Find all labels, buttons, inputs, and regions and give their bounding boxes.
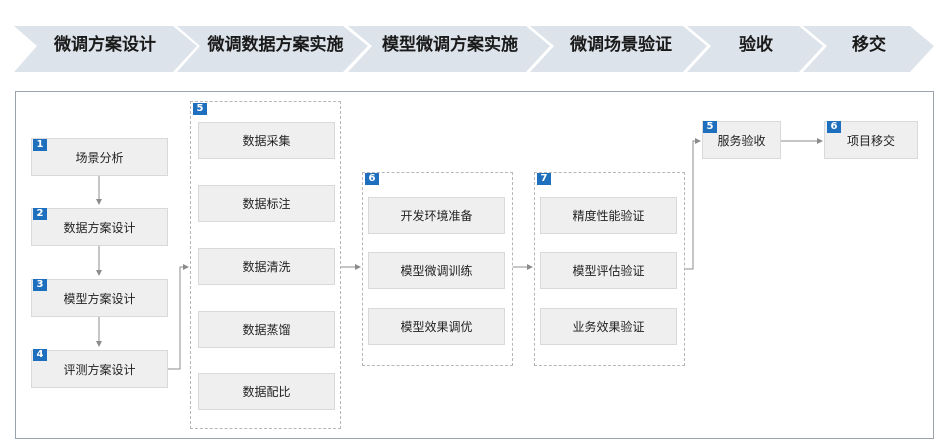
step-model-plan: 模型方案设计 bbox=[31, 279, 168, 317]
data-item-mix-label: 数据配比 bbox=[242, 385, 291, 399]
step-scene-analysis-label: 场景分析 bbox=[75, 150, 124, 165]
validation-item-evaluation: 模型评估验证 bbox=[540, 252, 677, 289]
step-scene-analysis-badge: 1 bbox=[33, 139, 47, 151]
data-item-clean-label: 数据清洗 bbox=[242, 260, 291, 274]
handover-badge: 6 bbox=[827, 121, 841, 133]
step-eval-plan-badge: 4 bbox=[33, 349, 47, 361]
validation-item-business-label: 业务效果验证 bbox=[572, 320, 645, 334]
phase-label-data: 微调数据方案实施 bbox=[207, 35, 344, 55]
phase-chevron-5 bbox=[687, 26, 823, 72]
data-item-mix: 数据配比 bbox=[198, 373, 335, 410]
diagram-frame bbox=[15, 91, 934, 439]
step-model-plan-badge: 3 bbox=[33, 279, 47, 291]
validation-item-performance: 精度性能验证 bbox=[540, 197, 677, 234]
phase-label-model: 模型微调方案实施 bbox=[382, 35, 518, 55]
phase-chevron-4 bbox=[530, 26, 707, 72]
phase-chevron-2 bbox=[177, 26, 368, 72]
phase-chevron-1 bbox=[14, 26, 197, 72]
phase-label-acceptance: 验收 bbox=[739, 35, 773, 55]
validation-item-business: 业务效果验证 bbox=[540, 308, 677, 345]
acceptance-badge: 5 bbox=[703, 121, 717, 133]
step-eval-plan-label: 评测方案设计 bbox=[63, 362, 136, 377]
model-item-env: 开发环境准备 bbox=[368, 197, 505, 234]
model-item-tune: 模型效果调优 bbox=[368, 308, 505, 345]
data-item-distill-label: 数据蒸馏 bbox=[242, 323, 291, 337]
step-eval-plan: 评测方案设计 bbox=[31, 350, 168, 388]
data-item-collect: 数据采集 bbox=[198, 122, 335, 159]
step-scene-analysis: 场景分析 bbox=[31, 138, 168, 176]
model-item-train-label: 模型微调训练 bbox=[400, 264, 473, 278]
model-item-train: 模型微调训练 bbox=[368, 252, 505, 289]
data-item-collect-label: 数据采集 bbox=[242, 134, 291, 148]
step-data-plan: 数据方案设计 bbox=[31, 208, 168, 246]
phase-label-scenario: 微调场景验证 bbox=[570, 35, 672, 55]
validation-item-performance-label: 精度性能验证 bbox=[572, 209, 645, 223]
data-item-clean: 数据清洗 bbox=[198, 248, 335, 285]
model-group-badge: 6 bbox=[365, 173, 379, 185]
model-item-env-label: 开发环境准备 bbox=[400, 209, 473, 223]
validation-group-badge: 7 bbox=[537, 173, 551, 185]
data-group-badge: 5 bbox=[193, 103, 207, 115]
data-item-annotate: 数据标注 bbox=[198, 185, 335, 222]
phase-chevron-3 bbox=[348, 26, 550, 72]
validation-item-evaluation-label: 模型评估验证 bbox=[572, 264, 645, 278]
acceptance-label: 服务验收 bbox=[717, 133, 766, 148]
data-item-distill: 数据蒸馏 bbox=[198, 311, 335, 348]
step-data-plan-badge: 2 bbox=[33, 208, 47, 220]
step-data-plan-label: 数据方案设计 bbox=[63, 220, 136, 235]
data-item-annotate-label: 数据标注 bbox=[242, 197, 291, 211]
phase-bar bbox=[14, 26, 934, 72]
phase-chevron-6 bbox=[803, 26, 934, 72]
handover-label: 项目移交 bbox=[846, 133, 895, 148]
phase-label-design: 微调方案设计 bbox=[54, 35, 156, 55]
phase-label-handover: 移交 bbox=[852, 35, 886, 55]
model-item-tune-label: 模型效果调优 bbox=[400, 320, 473, 334]
step-model-plan-label: 模型方案设计 bbox=[63, 291, 136, 306]
